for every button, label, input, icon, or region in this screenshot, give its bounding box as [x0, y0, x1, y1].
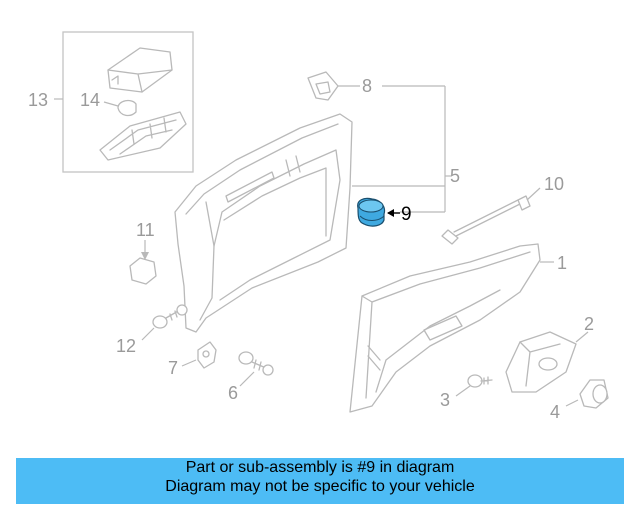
- banner-line-2: Diagram may not be specific to your vehi…: [165, 478, 475, 495]
- nut-part-11: [129, 240, 157, 285]
- callout-13: 13: [28, 90, 48, 110]
- screw-part-6: [238, 351, 274, 387]
- callout-6: 6: [228, 383, 238, 403]
- callout-9: 9: [401, 204, 412, 225]
- parts-diagram: 13 14 8 5 9 10 11 1 2 12 7 6 3 4: [28, 31, 609, 422]
- lock-cylinder-part-4: [565, 379, 609, 409]
- callout-12: 12: [116, 336, 136, 356]
- screw-part-12: [141, 304, 188, 341]
- callout-8: 8: [362, 76, 372, 96]
- info-banner: Part or sub-assembly is #9 in diagram Di…: [16, 458, 624, 504]
- switch-housing-part: [107, 47, 173, 93]
- callout-3: 3: [440, 390, 450, 410]
- callout-1: 1: [557, 253, 567, 273]
- glove-box-door-part-1: [349, 243, 554, 413]
- callout-4: 4: [550, 402, 560, 422]
- clip-part-8: [307, 71, 339, 101]
- inset-frame: [54, 31, 194, 173]
- callout-2: 2: [584, 314, 594, 334]
- callout-14: 14: [80, 90, 100, 110]
- latch-part-2: [505, 331, 589, 393]
- damper-rod-part-10: [441, 187, 541, 245]
- callout-7: 7: [168, 358, 178, 378]
- banner-line-1: Part or sub-assembly is #9 in diagram: [185, 459, 455, 476]
- clip-part-7: [181, 341, 217, 369]
- callout-5: 5: [450, 166, 460, 186]
- leader-bracket-5: [338, 85, 452, 213]
- screw-part-3: [455, 374, 493, 397]
- lamp-assembly-part: [99, 111, 187, 161]
- callout-11: 11: [136, 220, 155, 240]
- bumper-part-9: [357, 197, 400, 227]
- callout-10: 10: [544, 174, 564, 194]
- bulb-socket-part: [103, 99, 137, 117]
